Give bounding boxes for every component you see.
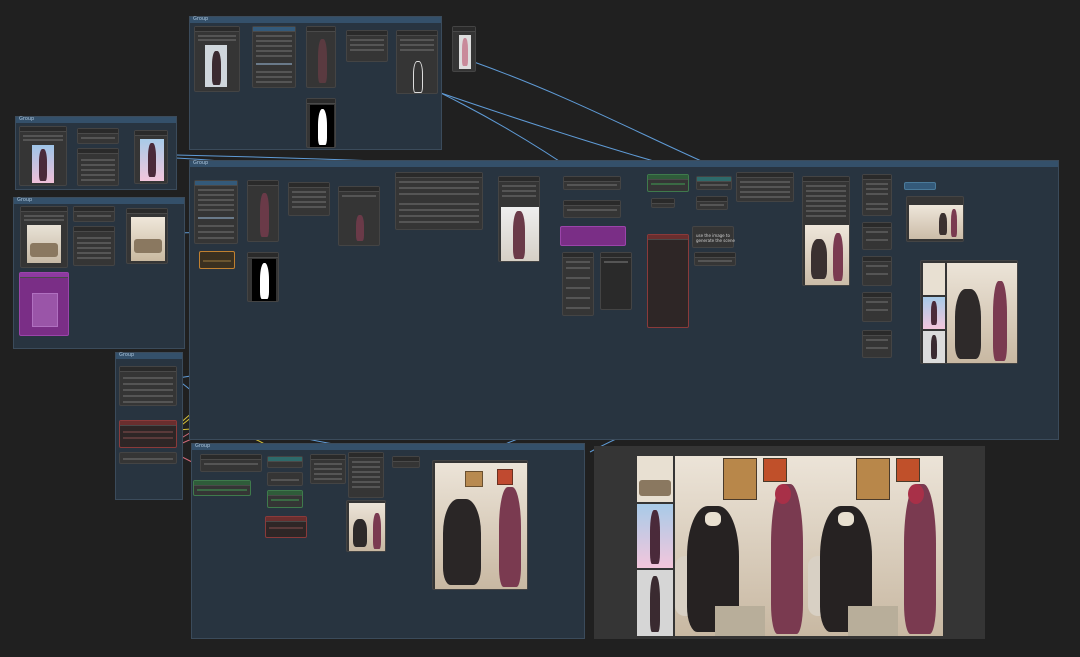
ksampler-node[interactable] xyxy=(647,234,689,328)
params-node[interactable] xyxy=(77,148,119,186)
cutout-preview-node[interactable] xyxy=(306,26,336,88)
vae-loader-node[interactable] xyxy=(119,452,177,464)
image-preview-node[interactable] xyxy=(802,176,850,286)
load-image-node[interactable] xyxy=(194,26,240,92)
load-image-node[interactable] xyxy=(20,206,68,268)
crop-node[interactable] xyxy=(862,330,892,358)
image-preview-node[interactable] xyxy=(134,130,168,184)
image-compare-node[interactable] xyxy=(920,260,1018,364)
conditioning-node[interactable] xyxy=(395,172,483,230)
empty-latent-node[interactable] xyxy=(600,252,632,310)
conditioning-node[interactable] xyxy=(200,454,262,472)
cutout-preview-node[interactable] xyxy=(338,186,380,246)
params-node[interactable] xyxy=(73,226,115,266)
room-thumbnail xyxy=(27,225,61,263)
mask-preview-node[interactable] xyxy=(247,252,279,302)
group-title: Group xyxy=(17,197,33,203)
bypassed-node[interactable] xyxy=(19,272,69,336)
reroute-node[interactable] xyxy=(392,456,420,468)
cutout-thumbnail xyxy=(315,37,329,85)
input-stack xyxy=(637,456,673,636)
bypassed-node[interactable] xyxy=(560,226,626,246)
ksampler-node[interactable] xyxy=(265,516,307,538)
model-loader-node[interactable] xyxy=(193,480,251,496)
text-encode-node[interactable] xyxy=(563,176,621,190)
latent-node[interactable] xyxy=(562,252,594,316)
image-preview-node[interactable] xyxy=(346,500,386,552)
cutout-preview-node[interactable] xyxy=(247,180,279,242)
reroute-node[interactable] xyxy=(651,198,675,208)
resize-node[interactable] xyxy=(77,128,119,144)
group-title: Group xyxy=(193,160,209,166)
load-image-node[interactable] xyxy=(19,126,67,186)
sketch-node[interactable] xyxy=(396,30,438,94)
param-node[interactable] xyxy=(696,196,728,210)
input-image-thumbnail xyxy=(205,45,227,87)
group-title: Group xyxy=(193,16,209,22)
resize-node[interactable] xyxy=(73,206,115,222)
reroute-node[interactable] xyxy=(267,472,303,486)
text-encode-node[interactable] xyxy=(563,200,621,218)
checkpoint-loader-node[interactable] xyxy=(119,366,177,406)
group-title: Group xyxy=(19,116,35,122)
model-loader-node[interactable] xyxy=(647,174,689,192)
note-text: use the image to generate the scene xyxy=(696,233,735,243)
result-thumbnail xyxy=(947,263,1017,363)
mask-preview-node[interactable] xyxy=(306,98,336,148)
crop-node[interactable] xyxy=(862,174,892,216)
save-image-node[interactable] xyxy=(432,460,528,590)
sampler-settings-node[interactable] xyxy=(736,172,794,202)
lora-loader-node[interactable] xyxy=(696,176,732,190)
group-title: Group xyxy=(119,352,135,358)
image-preview-node[interactable] xyxy=(452,26,476,72)
image-preview-node[interactable] xyxy=(126,208,168,264)
reroute-node[interactable] xyxy=(904,182,936,190)
input-image-thumbnail xyxy=(32,145,54,183)
note-node[interactable]: use the image to generate the scene xyxy=(692,226,735,248)
settings-node[interactable] xyxy=(252,26,296,88)
crop-node[interactable] xyxy=(862,256,892,286)
sampler-settings-node[interactable] xyxy=(310,454,346,484)
crop-node[interactable] xyxy=(862,292,892,322)
mask-thumbnail xyxy=(310,105,334,147)
image-preview-node[interactable] xyxy=(906,196,964,242)
group-title: Group xyxy=(195,443,211,449)
scene-thumbnail xyxy=(805,225,849,285)
vae-decode-node[interactable] xyxy=(694,252,736,266)
image-preview-node[interactable] xyxy=(498,176,540,262)
generated-image-1[interactable] xyxy=(675,456,808,636)
settings-node[interactable] xyxy=(194,180,238,244)
primitive-node[interactable] xyxy=(199,251,235,269)
vae-decode-node[interactable] xyxy=(348,452,384,498)
param-node[interactable] xyxy=(267,456,303,468)
lora-loader-node[interactable] xyxy=(267,490,303,508)
result-thumbnail xyxy=(435,463,527,589)
crop-node[interactable] xyxy=(862,222,892,250)
process-node[interactable] xyxy=(346,30,388,62)
lineart-thumbnail xyxy=(409,59,425,93)
process-node[interactable] xyxy=(288,182,330,216)
negative-prompt-node[interactable] xyxy=(119,420,177,448)
generated-image-2[interactable] xyxy=(808,456,943,636)
